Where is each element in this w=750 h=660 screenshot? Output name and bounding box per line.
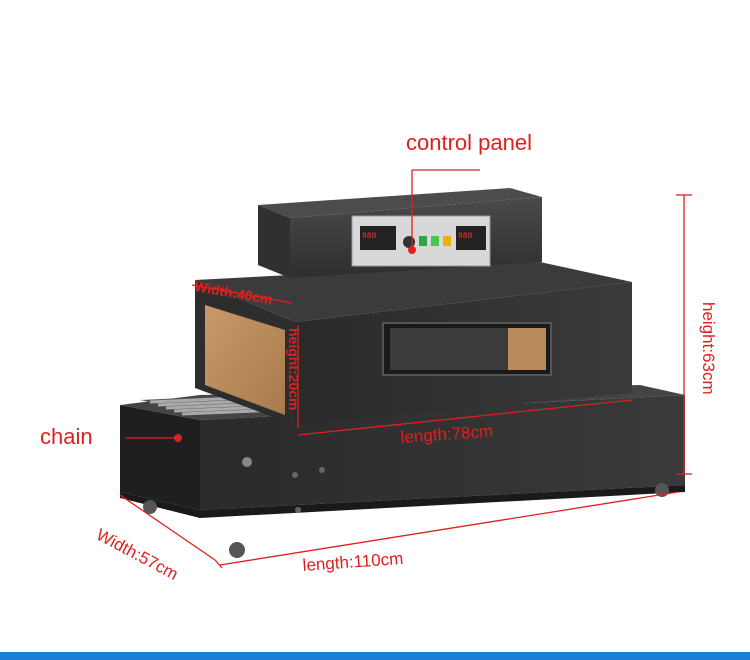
port-icon	[319, 467, 325, 473]
port-icon	[292, 472, 298, 478]
power-switch-icon	[242, 457, 252, 467]
label-control-panel: control panel	[406, 130, 532, 155]
control-housing: 888 888	[258, 188, 542, 278]
accent-bar	[0, 652, 750, 660]
tunnel-opening	[205, 305, 285, 415]
wheel-icon	[143, 500, 157, 514]
label-chain: chain	[40, 424, 93, 449]
annotation-lines	[119, 169, 692, 569]
label-height-total: height:63cm	[699, 302, 718, 395]
yellow-indicator-icon	[443, 236, 451, 246]
svg-text:888: 888	[458, 232, 473, 241]
tunnel-body	[195, 262, 632, 425]
wheel-icon	[229, 542, 245, 558]
label-height-tunnel: height:20cm	[286, 328, 302, 411]
green-indicator-icon	[419, 236, 427, 246]
port-icon	[295, 507, 301, 513]
viewing-window	[382, 322, 552, 376]
svg-text:888: 888	[362, 232, 377, 241]
temperature-display-left	[360, 226, 396, 250]
temperature-display-right	[456, 226, 486, 250]
green-button-icon	[431, 236, 439, 246]
control-panel-plate: 888 888	[351, 215, 491, 267]
